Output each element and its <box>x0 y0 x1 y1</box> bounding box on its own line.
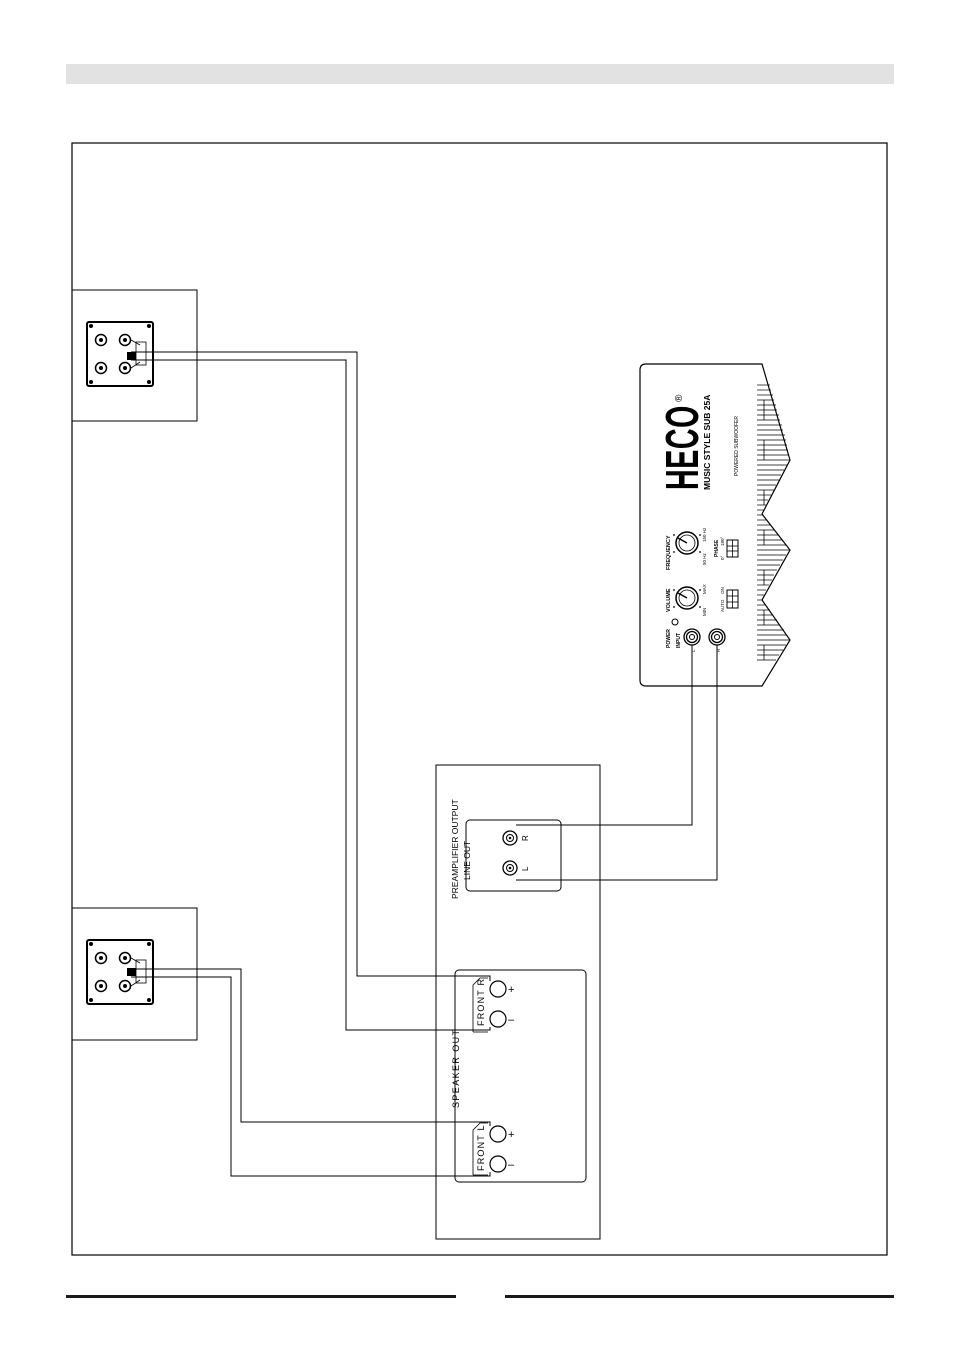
power-label: POWER <box>666 629 672 648</box>
front-r-minus-terminal[interactable] <box>490 1011 506 1027</box>
volume-max-label: MAX <box>702 584 707 594</box>
phase-switch[interactable] <box>727 540 738 557</box>
subwoofer-type: POWERED SUBWOOFER <box>734 416 740 476</box>
line-out-l-label: L <box>521 866 530 871</box>
diagram-frame <box>72 143 887 1255</box>
on-label: ON <box>720 587 725 594</box>
subwoofer-cooling-fins <box>757 385 789 660</box>
line-out-r-jack[interactable] <box>503 831 517 845</box>
subwoofer: HECO ® MUSIC STYLE SUB 25A POWERED SUBWO… <box>640 364 790 686</box>
speaker-right <box>72 290 197 421</box>
front-l-plus-terminal[interactable] <box>490 1126 506 1142</box>
front-r-label: FRONT R <box>476 978 486 1026</box>
line-out-r-label: R <box>521 835 530 841</box>
phase-180-label: 180° <box>720 536 725 546</box>
preamp-output-label: PREAMPLIFIER OUTPUT <box>450 799 460 899</box>
amplifier: PREAMPLIFIER OUTPUT LINE OUT R L SPEAKER… <box>436 765 600 1239</box>
amplifier-outline <box>436 765 600 1239</box>
line-out-l-jack[interactable] <box>503 861 517 875</box>
speaker-out-label: SPEAKER OUT <box>451 1029 461 1108</box>
frequency-max-label: 150 Hz <box>702 527 707 542</box>
frequency-knob[interactable] <box>673 532 701 554</box>
footer-rule-right <box>505 1295 894 1298</box>
line-out-label: LINE OUT <box>462 841 472 880</box>
frequency-label: FREQUENCY <box>666 535 672 570</box>
front-r-plus-label: + <box>508 984 514 996</box>
subwoofer-input-r-jack[interactable] <box>709 629 725 645</box>
frequency-min-label: 50 Hz <box>702 552 707 565</box>
volume-min-label: MIN <box>702 608 707 616</box>
speaker-right-terminal-plate <box>87 322 153 386</box>
phase-0-label: 0° <box>720 555 725 560</box>
subwoofer-model: MUSIC STYLE SUB 25A <box>702 395 712 490</box>
front-l-minus-label: – <box>508 1159 515 1171</box>
front-l-plus-label: + <box>508 1129 514 1141</box>
wire-line-r-to-sub <box>516 645 692 825</box>
front-l-minus-terminal[interactable] <box>490 1156 506 1172</box>
volume-label: VOLUME <box>666 588 672 612</box>
subwoofer-brand-logo: HECO <box>656 405 708 490</box>
footer-rule-left <box>66 1295 456 1298</box>
auto-label: AUTO <box>720 599 725 612</box>
subwoofer-registered-mark: ® <box>674 394 685 402</box>
power-led-icon <box>672 619 678 625</box>
wires <box>131 352 717 1176</box>
speaker-left-terminal-plate <box>87 940 153 1004</box>
input-label: INPUT <box>676 633 682 648</box>
volume-knob[interactable] <box>673 587 701 609</box>
front-l-label: FRONT L <box>476 1124 486 1171</box>
subwoofer-input-l-jack[interactable] <box>684 629 700 645</box>
auto-on-switch[interactable] <box>727 590 738 608</box>
wire-line-l-to-sub <box>516 645 717 880</box>
front-r-plus-terminal[interactable] <box>490 981 506 997</box>
front-r-minus-label: – <box>508 1014 515 1026</box>
speaker-out-box <box>455 970 586 1182</box>
speaker-left <box>72 908 197 1040</box>
